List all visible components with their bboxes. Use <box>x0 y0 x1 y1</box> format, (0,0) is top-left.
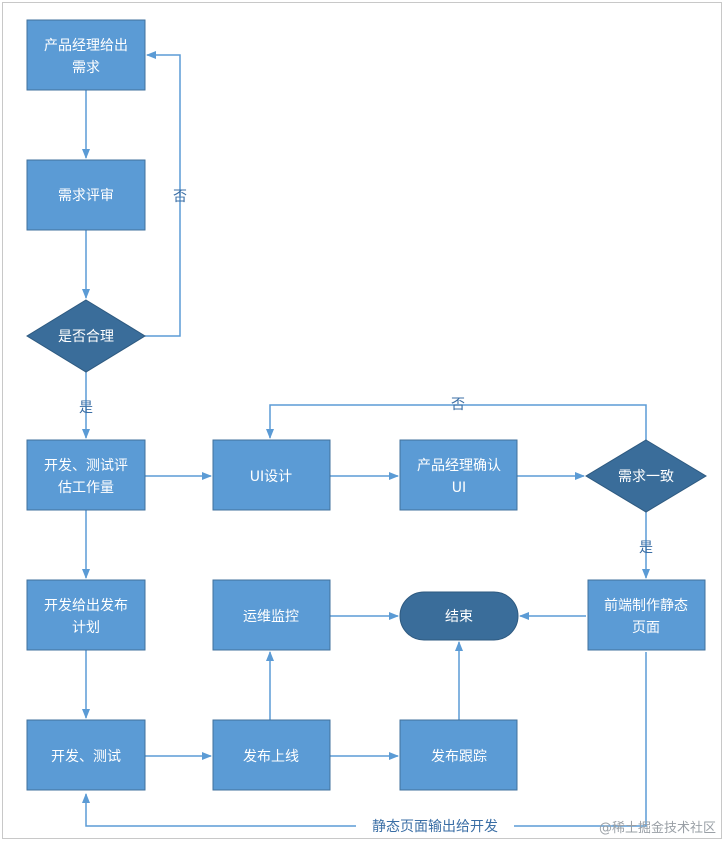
watermark: @稀土掘金技术社区 <box>599 820 716 836</box>
svg-text:开发、测试: 开发、测试 <box>51 749 121 765</box>
node-pm-requirements: 产品经理给出 需求 <box>26 19 146 91</box>
svg-text:估工作量: 估工作量 <box>58 480 114 496</box>
svg-text:前端制作静态: 前端制作静态 <box>604 597 688 614</box>
label-yes-right: 是 <box>639 540 653 556</box>
svg-text:需求评审: 需求评审 <box>58 188 114 204</box>
edge-decision-no-to-pm <box>145 51 181 337</box>
label-static-to-dev: 静态页面输出给开发 <box>372 819 498 835</box>
node-is-reasonable: 是否合理 <box>26 299 146 373</box>
node-ops-monitoring: 运维监控 <box>212 579 331 651</box>
edge-consistent-no-to-ui <box>266 404 647 440</box>
svg-text:发布跟踪: 发布跟踪 <box>431 749 487 765</box>
svg-text:产品经理确认: 产品经理确认 <box>417 458 501 474</box>
svg-text:结束: 结束 <box>445 609 473 625</box>
node-requirement-review: 需求评审 <box>26 159 146 231</box>
svg-text:需求: 需求 <box>72 60 100 76</box>
label-no-left: 否 <box>173 189 187 205</box>
edge-static-to-devtest <box>82 652 647 827</box>
svg-text:需求一致: 需求一致 <box>618 469 674 485</box>
node-dev-test-estimate: 开发、测试评 估工作量 <box>26 439 146 511</box>
label-yes-left: 是 <box>79 400 93 416</box>
node-end: 结束 <box>399 591 519 641</box>
svg-text:发布上线: 发布上线 <box>243 749 299 765</box>
label-static-bg <box>356 816 514 836</box>
svg-text:开发给出发布: 开发给出发布 <box>44 598 128 614</box>
svg-text:产品经理给出: 产品经理给出 <box>44 38 128 54</box>
node-dev-release-plan: 开发给出发布 计划 <box>26 579 146 651</box>
svg-text:开发、测试评: 开发、测试评 <box>44 458 128 474</box>
svg-text:页面: 页面 <box>632 620 660 636</box>
node-dev-test: 开发、测试 <box>26 719 146 791</box>
node-pm-confirm-ui: 产品经理确认 UI <box>399 439 518 511</box>
node-frontend-static-pages: 前端制作静态 页面 <box>587 579 706 651</box>
label-no-top: 否 <box>451 397 465 413</box>
svg-text:UI设计: UI设计 <box>250 469 292 485</box>
node-release-tracking: 发布跟踪 <box>399 719 518 791</box>
node-requirement-consistent: 需求一致 <box>585 439 707 513</box>
svg-text:是否合理: 是否合理 <box>58 329 114 345</box>
node-ui-design: UI设计 <box>212 439 331 511</box>
node-release-online: 发布上线 <box>212 719 331 791</box>
edges <box>82 51 650 827</box>
svg-text:计划: 计划 <box>72 620 100 636</box>
svg-text:运维监控: 运维监控 <box>243 609 299 625</box>
svg-text:UI: UI <box>452 480 466 496</box>
